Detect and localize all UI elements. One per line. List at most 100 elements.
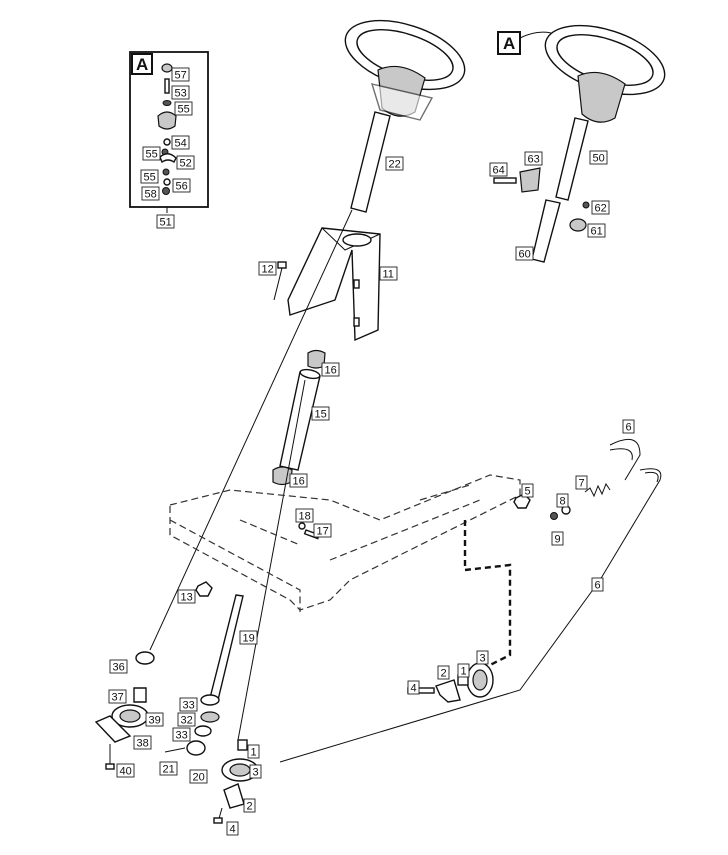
nut-9 xyxy=(550,512,558,520)
callout-number: 1 xyxy=(251,747,257,759)
view-a-label: A xyxy=(503,34,515,53)
callout-60: 60 xyxy=(515,246,534,261)
view-a-assembly: A xyxy=(497,24,666,123)
nut-62 xyxy=(582,201,590,209)
callout-56: 56 xyxy=(172,178,191,193)
callout-box xyxy=(437,665,450,680)
bracket-2-right xyxy=(435,679,461,703)
callout-box xyxy=(189,769,208,784)
callout-number: 22 xyxy=(389,159,401,171)
callout-box xyxy=(321,362,340,377)
callout-11: 11 xyxy=(379,266,398,281)
steering-shaft-50 xyxy=(555,117,589,201)
callout-number: 12 xyxy=(262,264,274,276)
pulley-39 xyxy=(111,704,149,728)
callout-57: 57 xyxy=(171,67,190,82)
callout-50: 50 xyxy=(589,150,608,165)
callout-number: 4 xyxy=(230,824,236,836)
pulley-20 xyxy=(186,740,206,756)
bolt-40 xyxy=(105,744,115,770)
callout-13: 13 xyxy=(177,589,196,604)
callout-number: 55 xyxy=(146,149,158,161)
cable-6 xyxy=(279,438,662,763)
callout-39: 39 xyxy=(145,712,164,727)
callout-number: 60 xyxy=(519,249,531,261)
callout-number: 53 xyxy=(175,88,187,100)
callout-box xyxy=(133,735,152,750)
callout-32: 32 xyxy=(177,712,196,727)
callout-box xyxy=(159,761,178,776)
callout-62: 62 xyxy=(591,200,610,215)
callout-number: 40 xyxy=(120,766,132,778)
callout-number: 8 xyxy=(560,496,566,508)
callout-63: 63 xyxy=(524,151,543,166)
callout-number: 20 xyxy=(193,772,205,784)
callout-38: 38 xyxy=(133,735,152,750)
callout-number: 54 xyxy=(175,138,187,150)
callout-box xyxy=(524,151,543,166)
lower-bushing-16 xyxy=(272,466,293,486)
callout-labels: 1122334456678911121315161617181920212232… xyxy=(108,67,635,836)
callout-box xyxy=(156,214,175,229)
bushing-61 xyxy=(569,218,587,232)
inset-a-detail: A xyxy=(129,51,209,213)
tractor-frame xyxy=(169,474,521,612)
callout-number: 33 xyxy=(176,730,188,742)
callout-box xyxy=(622,419,635,434)
steering-shaft-22 xyxy=(350,111,391,213)
callout-8: 8 xyxy=(556,493,569,508)
callout-box xyxy=(313,523,332,538)
callout-number: 55 xyxy=(144,172,156,184)
callout-18: 18 xyxy=(295,508,314,523)
steering-support-bracket-11 xyxy=(287,227,381,342)
nut-13 xyxy=(195,581,213,597)
callout-box xyxy=(177,589,196,604)
callout-box xyxy=(258,261,277,276)
callout-box xyxy=(176,155,195,170)
callout-number: 62 xyxy=(595,203,607,215)
callout-number: 5 xyxy=(525,486,531,498)
callout-number: 16 xyxy=(325,365,337,377)
callout-number: 64 xyxy=(493,165,505,177)
callout-box xyxy=(379,266,398,281)
shaft-60 xyxy=(531,199,561,263)
washer-33-lower xyxy=(194,725,212,737)
callout-box xyxy=(116,763,135,778)
callout-20: 20 xyxy=(189,769,208,784)
pin-21 xyxy=(164,747,186,753)
callout-box xyxy=(311,406,330,421)
callout-58: 58 xyxy=(141,186,160,201)
callout-box xyxy=(556,493,569,508)
callout-box xyxy=(249,764,262,779)
callout-number: 18 xyxy=(299,511,311,523)
callout-box xyxy=(289,473,308,488)
callout-1: 1 xyxy=(457,663,470,678)
callout-box xyxy=(142,146,161,161)
bushing-1-lower xyxy=(237,739,248,751)
callout-box xyxy=(171,85,190,100)
callout-number: 11 xyxy=(383,269,394,281)
callout-6: 6 xyxy=(622,419,635,434)
callout-54: 54 xyxy=(171,135,190,150)
callout-box xyxy=(515,246,534,261)
callout-box xyxy=(521,483,534,498)
callout-box xyxy=(174,101,193,116)
callout-number: 4 xyxy=(411,683,417,695)
callout-number: 2 xyxy=(441,668,447,680)
callout-number: 50 xyxy=(593,153,605,165)
callout-64: 64 xyxy=(489,162,508,177)
callout-number: 7 xyxy=(579,478,585,490)
bolt-17 xyxy=(298,522,321,540)
clamp-63 xyxy=(519,167,541,193)
lower-guide-line xyxy=(237,379,306,741)
callout-61: 61 xyxy=(587,223,606,238)
callout-number: 55 xyxy=(178,104,190,116)
spacer-37 xyxy=(133,687,147,703)
callout-number: 58 xyxy=(145,189,157,201)
pulley-3-lower xyxy=(221,758,259,782)
callout-4: 4 xyxy=(407,680,420,695)
callout-16: 16 xyxy=(289,473,308,488)
callout-number: 19 xyxy=(243,633,255,645)
callout-55: 55 xyxy=(140,169,159,184)
